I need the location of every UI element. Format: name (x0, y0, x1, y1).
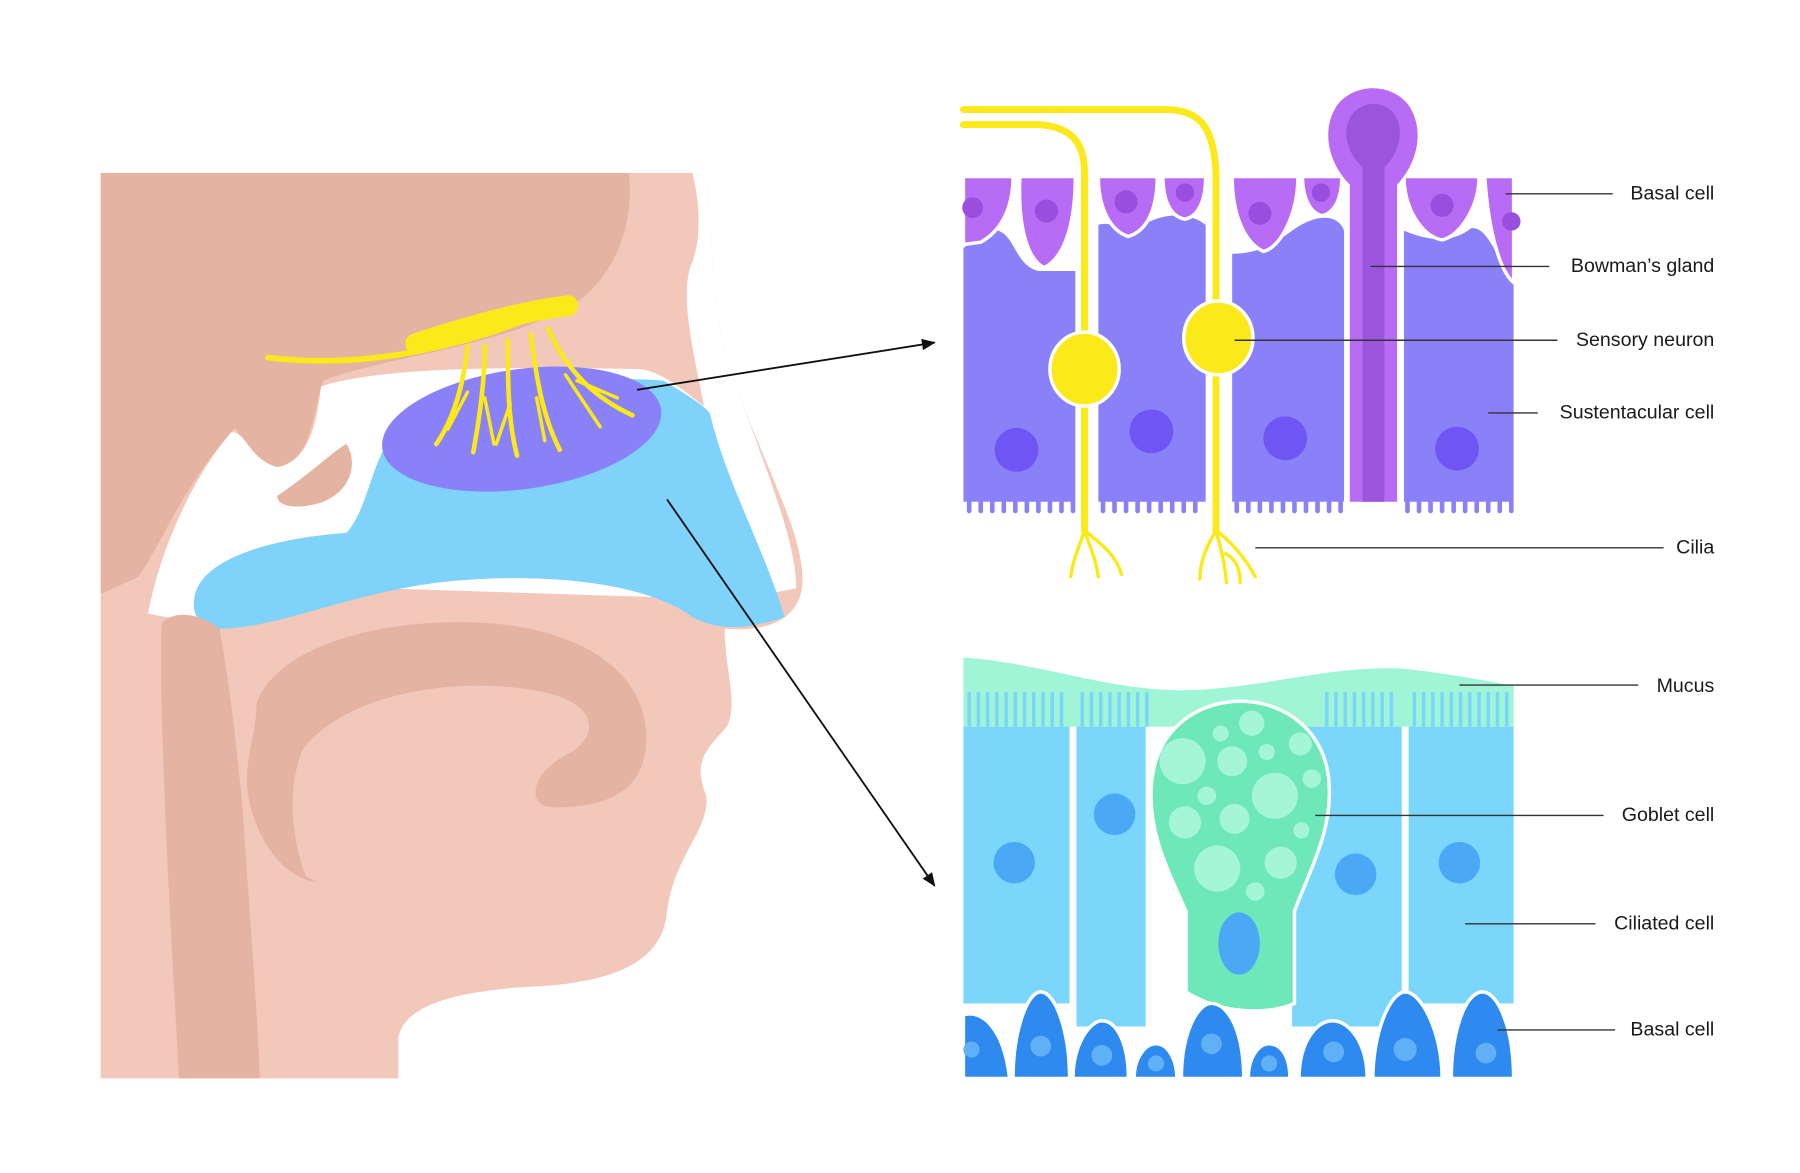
bowmans-gland (1328, 88, 1418, 502)
neuron-cell-bodies (1048, 299, 1255, 408)
label-basal-cell-olfactory: Basal cell (1630, 183, 1714, 205)
label-mucus: Mucus (1657, 675, 1715, 697)
olfactory-nerve (265, 295, 635, 458)
olfactory-region (382, 366, 662, 492)
label-sustentacular-cell: Sustentacular cell (1560, 402, 1715, 424)
cilia-fringe (966, 499, 1514, 514)
olfactory-epithelium (959, 88, 1521, 585)
label-goblet-cell: Goblet cell (1622, 804, 1715, 826)
respiratory-epithelium (961, 657, 1516, 1081)
goblet-nucleus (1218, 912, 1260, 975)
skin-dark-mouth (246, 622, 647, 883)
nasal-concha-upper (632, 219, 676, 347)
respiratory-cilia (967, 692, 1509, 727)
goblet-granules (1159, 710, 1321, 901)
pharynx (160, 614, 260, 1079)
respiratory-labels: Mucus Goblet cell Ciliated cell Basal ce… (1315, 675, 1714, 1041)
nasal-concha (277, 444, 352, 507)
sensory-neurons (959, 106, 1257, 585)
arrow-to-respiratory (666, 498, 936, 887)
label-basal-cell-respiratory: Basal cell (1630, 1019, 1714, 1041)
basal-nuclei-blue (963, 1033, 1497, 1072)
basal-nuclei-purple (962, 183, 1521, 231)
label-ciliated-cell: Ciliated cell (1614, 913, 1714, 935)
sustentacular-nuclei (994, 409, 1480, 472)
label-bowmans-gland: Bowman’s gland (1571, 255, 1714, 277)
olfactory-labels: Basal cell Bowman’s gland Sensory neuron… (1234, 183, 1714, 559)
arrow-to-olfactory (636, 338, 936, 391)
label-cilia: Cilia (1676, 537, 1714, 559)
skin-dark-upper (100, 173, 630, 594)
head-cross-section (100, 173, 803, 1079)
ciliated-nuclei (993, 793, 1481, 896)
sustentacular-cells (963, 215, 1514, 502)
label-sensory-neuron: Sensory neuron (1576, 329, 1714, 351)
